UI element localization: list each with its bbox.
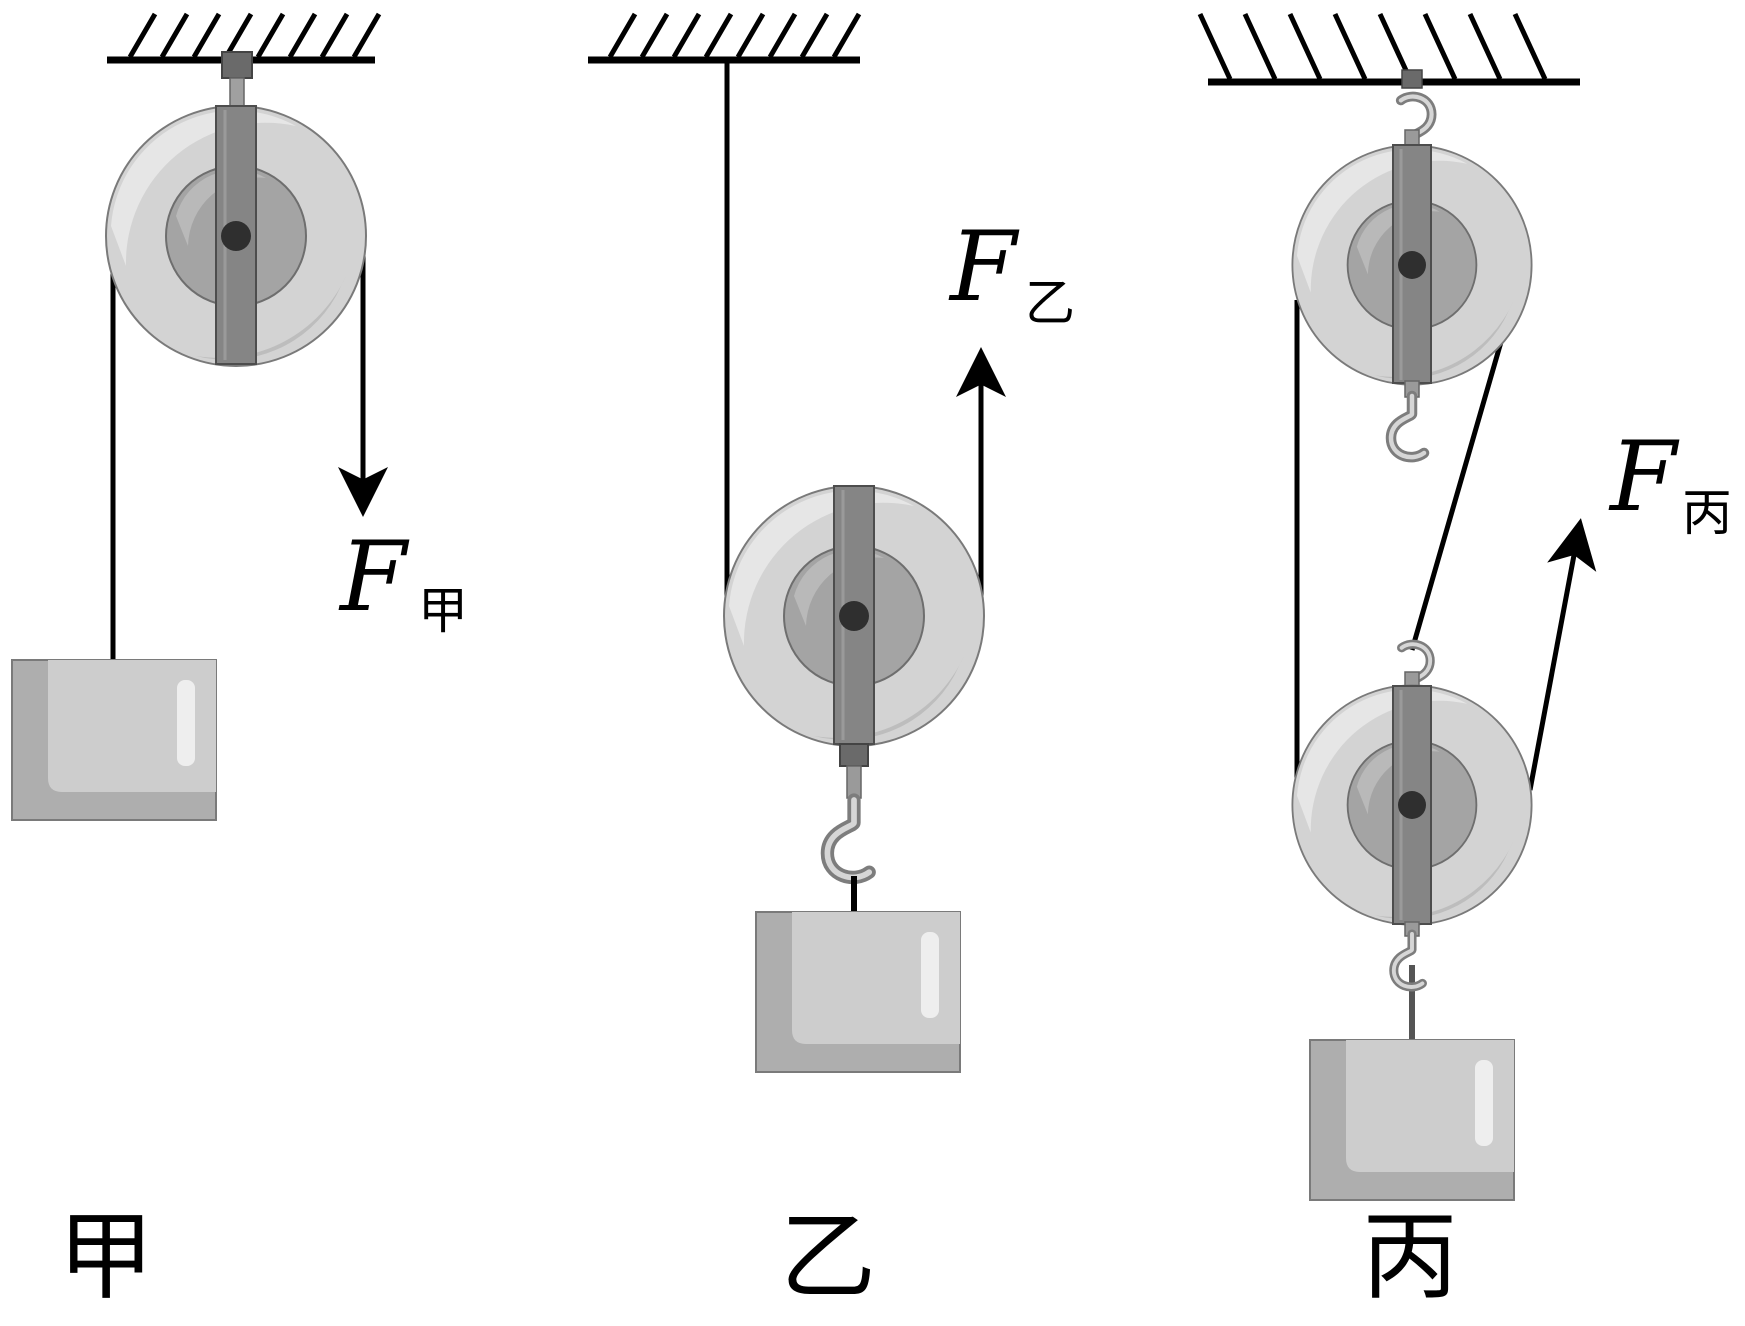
ropes-bing: [1294, 300, 1597, 1040]
weight-block-jia: [11, 659, 217, 821]
movable-pulley-bing: [1291, 644, 1533, 987]
force-subscript-yi: 乙: [1025, 274, 1075, 332]
movable-pulley-yi: [723, 485, 985, 912]
ropes-jia: [110, 236, 388, 660]
caption-jia: 甲: [58, 1201, 154, 1313]
caption-bing: 丙: [1362, 1201, 1458, 1313]
force-subscript-bing: 丙: [1682, 484, 1732, 542]
weight-block-bing: [1309, 1039, 1515, 1201]
ceiling-yi: [588, 12, 862, 64]
panel-jia: F 甲 甲: [11, 12, 468, 1313]
fixed-pulley-jia: [105, 51, 367, 367]
force-subscript-jia: 甲: [418, 582, 468, 640]
weight-block-yi: [755, 911, 961, 1073]
caption-yi: 乙: [780, 1201, 876, 1313]
ceiling-bing: [1197, 12, 1580, 86]
panel-yi: F 乙 乙: [588, 12, 1075, 1313]
panel-bing: F 丙 丙: [1197, 12, 1732, 1313]
fixed-pulley-bing: [1291, 69, 1533, 457]
ropes-yi: [724, 60, 1006, 616]
force-label-jia: F: [338, 521, 410, 633]
force-label-yi: F: [948, 211, 1020, 323]
force-label-bing: F: [1608, 421, 1680, 533]
